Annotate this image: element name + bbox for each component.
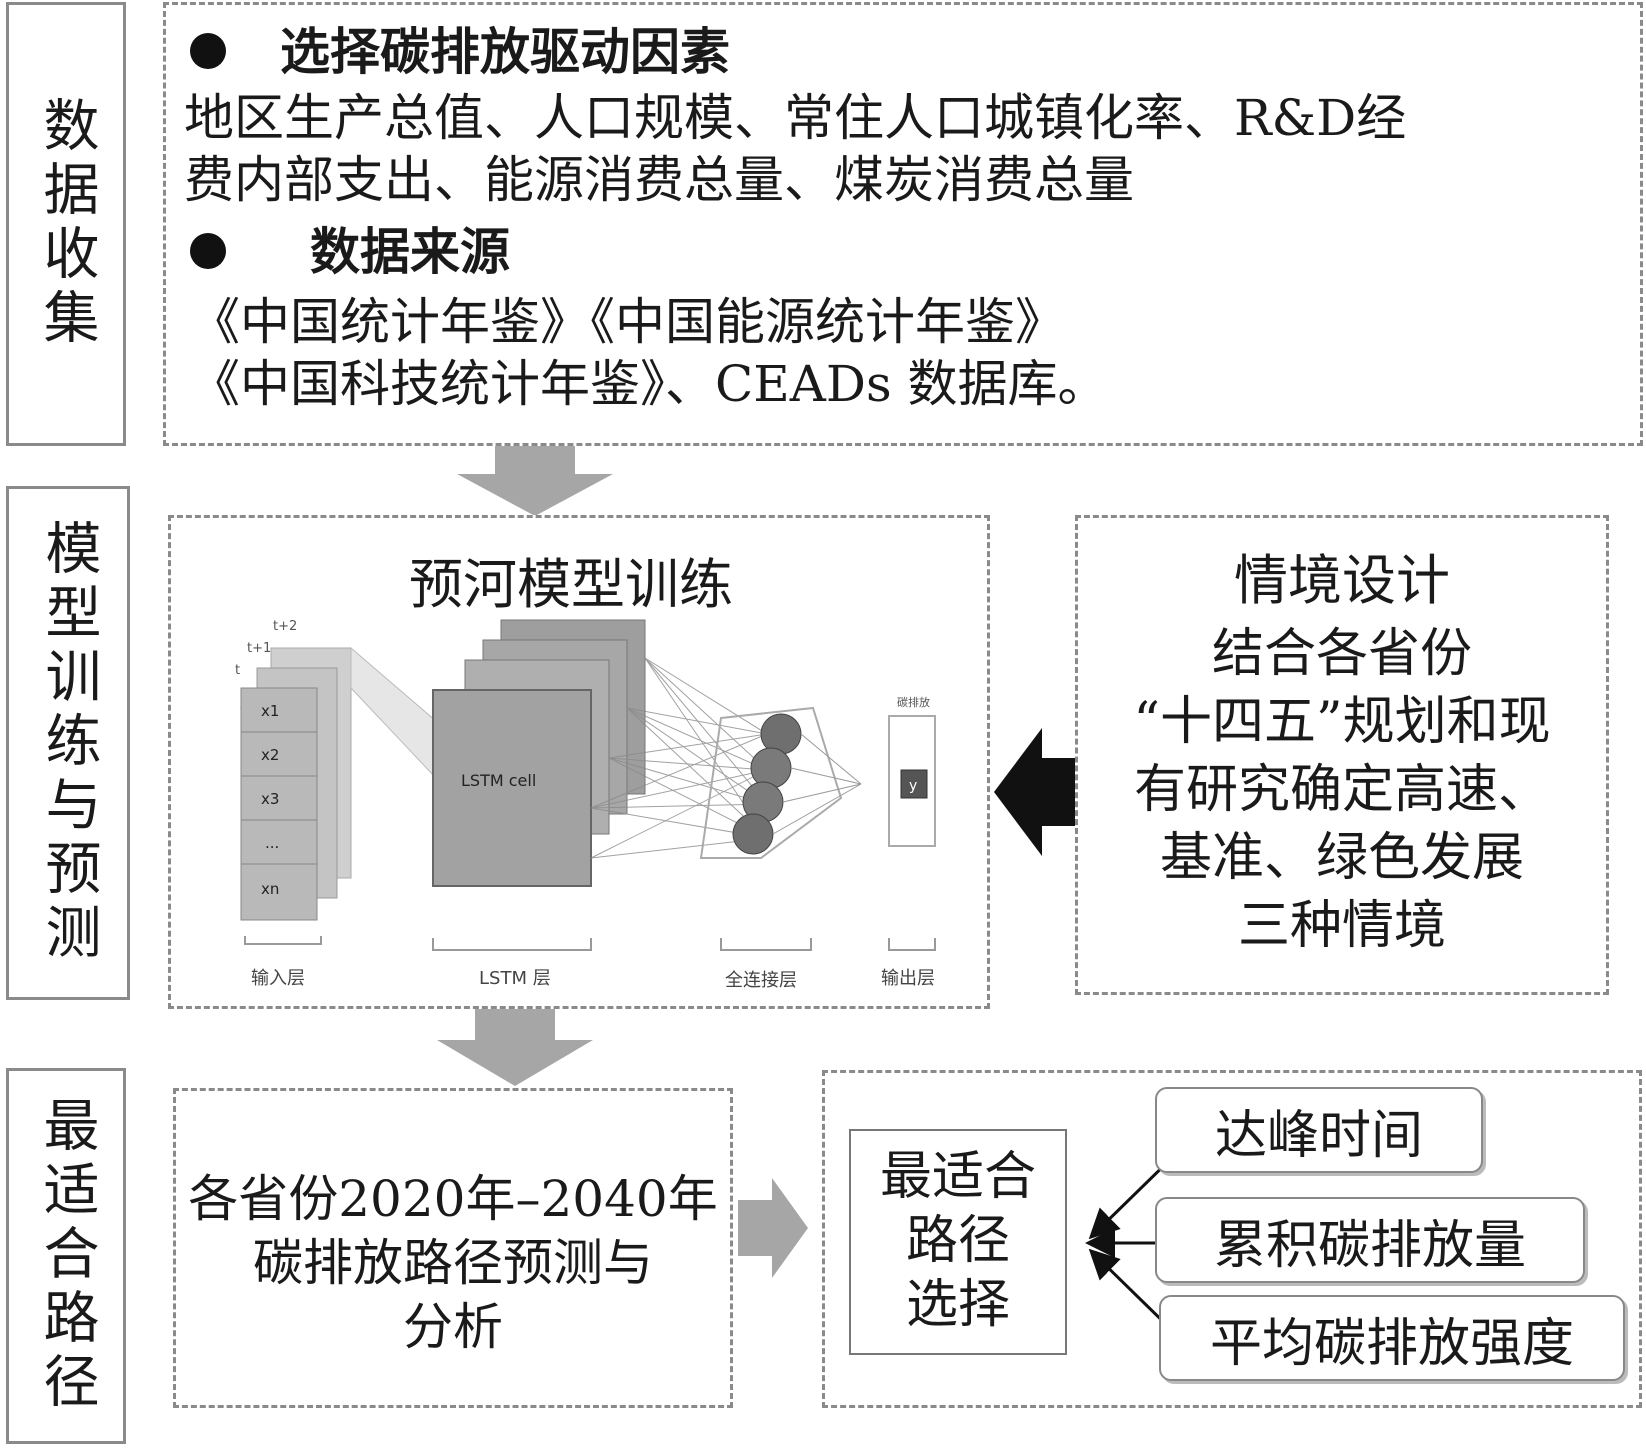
criterion-cumulative-emissions: 累积碳排放量 bbox=[1155, 1197, 1585, 1283]
prediction-line-2: 碳排放路径预测与 bbox=[253, 1234, 653, 1292]
criterion-average-intensity: 平均碳排放强度 bbox=[1159, 1295, 1625, 1381]
time-label-t1: t+1 bbox=[247, 641, 271, 656]
down-arrow-2-icon bbox=[437, 1006, 593, 1086]
input-dots: ... bbox=[265, 834, 279, 852]
input-x1: x1 bbox=[261, 702, 279, 720]
lstm-network-figure: t+2 t+1 t x1 x2 x3 ... xn LSTM cell bbox=[235, 619, 936, 991]
data-source-heading: 数据来源 bbox=[190, 211, 1622, 291]
lstm-layer-stack bbox=[432, 619, 646, 887]
input-x2: x2 bbox=[261, 746, 279, 764]
dense-node-4 bbox=[732, 813, 774, 855]
input-x3: x3 bbox=[261, 790, 279, 808]
dense-node-2 bbox=[750, 747, 792, 789]
stage-label-best-path-text: 最适合路径 bbox=[34, 1096, 99, 1416]
input-bracket bbox=[244, 936, 322, 945]
bullet-icon bbox=[190, 33, 226, 69]
dense-bracket bbox=[720, 938, 812, 951]
stage-label-model-training: 模型训练与预测 bbox=[6, 486, 130, 1000]
scenario-design-box: 情境设计 结合各省份 “十四五”规划和现 有研究确定高速、 基准、绿色发展 三种… bbox=[1075, 515, 1609, 995]
data-collection-box: 选择碳排放驱动因素 地区生产总值、人口规模、常住人口城镇化率、R&D经 费内部支… bbox=[163, 2, 1643, 446]
data-source-line-1: 《中国统计年鉴》《中国能源统计年鉴》 bbox=[190, 293, 1065, 351]
model-training-box: 预河模型训练 t+2 t+1 t x1 x2 x3 ... xn bbox=[168, 515, 990, 1009]
driver-factors-line-1: 地区生产总值、人口规模、常住人口城镇化率、R&D经 bbox=[184, 89, 1407, 147]
output-layer-caption: 输出层 bbox=[881, 968, 935, 989]
lstm-bracket bbox=[432, 938, 592, 951]
best-path-choice-box: 最适合 路径 选择 bbox=[849, 1129, 1067, 1355]
output-caption: 碳排放 bbox=[897, 695, 930, 709]
dense-connections bbox=[590, 657, 768, 859]
time-label-t2: t+2 bbox=[273, 619, 297, 634]
dense-layer-caption: 全连接层 bbox=[725, 970, 797, 991]
scenario-line-5: 三种情境 bbox=[1237, 896, 1446, 956]
input-xn: xn bbox=[261, 880, 279, 898]
output-node bbox=[900, 769, 928, 799]
criterion-cumulative-emissions-text: 累积碳排放量 bbox=[1213, 1215, 1526, 1276]
lstm-cell-label: LSTM cell bbox=[461, 771, 536, 790]
best-path-line-3: 选择 bbox=[905, 1275, 1010, 1335]
model-training-title: 预河模型训练 bbox=[409, 553, 733, 616]
input-layer-caption: 输入层 bbox=[251, 968, 305, 989]
time-label-t: t bbox=[235, 663, 240, 678]
criterion-peak-time: 达峰时间 bbox=[1155, 1087, 1483, 1173]
input-layer-stack bbox=[239, 646, 452, 921]
scenario-line-1: 结合各省份 bbox=[1211, 624, 1472, 684]
criterion-peak-time-text: 达峰时间 bbox=[1214, 1105, 1423, 1166]
output-y: y bbox=[909, 778, 917, 794]
scenario-title: 情境设计 bbox=[1234, 549, 1450, 612]
output-bracket bbox=[888, 938, 936, 951]
dense-layer-frame bbox=[699, 706, 843, 859]
driver-factors-line-2: 费内部支出、能源消费总量、煤炭消费总量 bbox=[184, 151, 1134, 209]
stage-label-data-collection-text: 数据收集 bbox=[34, 96, 99, 352]
driver-factors-heading: 选择碳排放驱动因素 bbox=[190, 15, 1622, 87]
down-arrow-1-icon bbox=[457, 446, 613, 516]
data-source-line-2: 《中国科技统计年鉴》、CEADs 数据库。 bbox=[190, 355, 1108, 413]
best-path-line-2: 路径 bbox=[905, 1211, 1010, 1271]
data-source-heading-text: 数据来源 bbox=[310, 221, 510, 281]
stage-label-model-training-text: 模型训练与预测 bbox=[36, 519, 101, 967]
output-frame bbox=[888, 715, 936, 847]
stage-label-data-collection: 数据收集 bbox=[6, 2, 126, 446]
prediction-box: 各省份2020年–2040年 碳排放路径预测与 分析 bbox=[173, 1088, 733, 1408]
criterion-average-intensity-text: 平均碳排放强度 bbox=[1209, 1313, 1574, 1374]
best-path-line-1: 最适合 bbox=[879, 1147, 1036, 1207]
driver-factors-heading-text: 选择碳排放驱动因素 bbox=[280, 21, 730, 81]
bullet-icon bbox=[190, 233, 226, 269]
prediction-line-1: 各省份2020年–2040年 bbox=[188, 1170, 718, 1228]
stage-label-best-path: 最适合路径 bbox=[6, 1068, 126, 1444]
scenario-line-3: 有研究确定高速、 bbox=[1133, 760, 1550, 820]
right-arrow-prediction-icon bbox=[738, 1178, 808, 1278]
prediction-line-3: 分析 bbox=[403, 1298, 503, 1356]
lstm-layer-caption: LSTM 层 bbox=[479, 968, 551, 989]
scenario-line-4: 基准、绿色发展 bbox=[1159, 828, 1524, 888]
scenario-line-2: “十四五”规划和现 bbox=[1133, 692, 1551, 752]
best-path-box: 最适合 路径 选择 达峰时间 累积碳排放量 平均碳排放强度 bbox=[822, 1070, 1642, 1408]
left-arrow-scenario-icon bbox=[994, 728, 1078, 856]
